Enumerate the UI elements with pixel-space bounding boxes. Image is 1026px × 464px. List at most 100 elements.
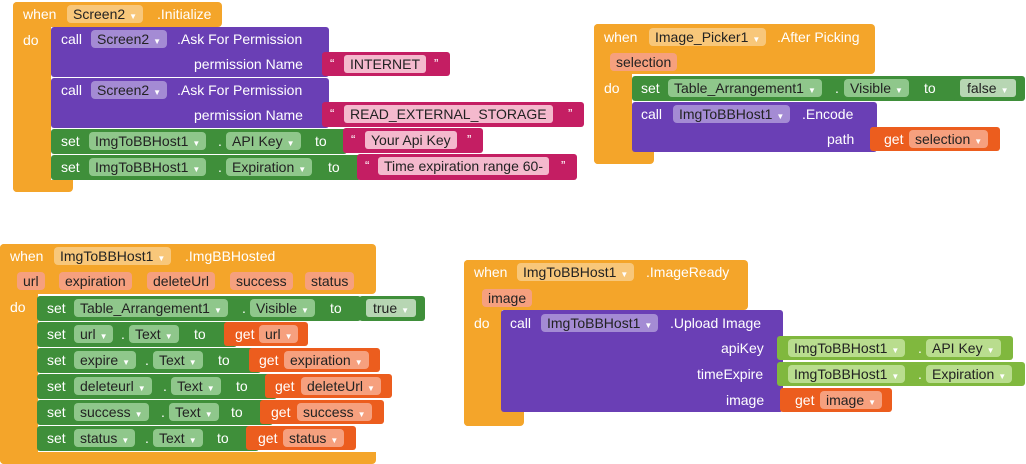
component-dropdown[interactable]: deleteurl▼: [74, 377, 152, 395]
logic-value: true: [373, 300, 398, 316]
variable-dropdown[interactable]: image▼: [820, 391, 883, 409]
dot-separator: .: [242, 300, 246, 316]
property-dropdown[interactable]: Text▼: [171, 377, 221, 395]
component-dropdown[interactable]: ImgToBBHost1▼: [54, 247, 172, 265]
component-dropdown[interactable]: ImgToBBHost1▼: [517, 263, 635, 281]
component-dropdown[interactable]: ImgToBBHost1▼: [673, 105, 791, 123]
component-name: ImgToBBHost1: [95, 159, 189, 175]
component-dropdown[interactable]: Image_Picker1▼: [649, 28, 767, 46]
variable-dropdown[interactable]: success▼: [297, 403, 372, 421]
variable-dropdown[interactable]: expiration▼: [284, 351, 369, 369]
component-dropdown[interactable]: Screen2▼: [91, 81, 168, 99]
chevron-down-icon: ▼: [153, 88, 162, 97]
chevron-down-icon: ▼: [192, 165, 201, 174]
chevron-down-icon: ▼: [129, 12, 138, 21]
property-dropdown[interactable]: Text▼: [153, 351, 203, 369]
text-value[interactable]: Time expiration range 60-: [378, 157, 550, 175]
chevron-down-icon: ▼: [1000, 86, 1009, 95]
param-expiration[interactable]: expiration: [59, 272, 132, 290]
logic-dropdown[interactable]: false▼: [960, 79, 1016, 97]
method-name: .Upload Image: [670, 315, 762, 331]
to-label: to: [330, 300, 342, 316]
component-dropdown[interactable]: status▼: [74, 429, 136, 447]
component-dropdown[interactable]: success▼: [74, 403, 149, 421]
arg-label-timeexpire: timeExpire: [697, 366, 764, 382]
arg-label-apikey: apiKey: [721, 340, 764, 356]
set-label: set: [61, 159, 80, 175]
text-value[interactable]: READ_EXTERNAL_STORAGE: [344, 105, 553, 123]
component-dropdown[interactable]: url▼: [74, 325, 114, 343]
property-name: API Key: [932, 340, 983, 356]
quote-icon: “: [330, 56, 335, 71]
event-block-imgbbhosted[interactable]: when ImgToBBHost1▼ .ImgBBHosted url expi…: [0, 244, 376, 464]
property-dropdown[interactable]: Expiration▼: [226, 158, 313, 176]
chevron-down-icon: ▼: [99, 332, 108, 341]
text-value[interactable]: INTERNET: [344, 55, 426, 73]
property-dropdown[interactable]: API Key▼: [226, 132, 301, 150]
variable-dropdown[interactable]: status▼: [283, 429, 345, 447]
component-dropdown[interactable]: Screen2▼: [67, 5, 144, 23]
component-name: Table_Arrangement1: [674, 80, 804, 96]
set-label: set: [47, 326, 66, 342]
get-label: get: [795, 392, 815, 408]
variable-name: success: [303, 404, 354, 420]
property-dropdown[interactable]: Text▼: [169, 403, 219, 421]
chevron-down-icon: ▼: [776, 112, 785, 121]
property-dropdown[interactable]: Visible▼: [250, 299, 315, 317]
component-dropdown[interactable]: ImgToBBHost1▼: [89, 132, 207, 150]
event-block-screen2-initialize[interactable]: when Screen2▼ .Initialize do: [13, 2, 222, 192]
variable-name: deleteUrl: [307, 378, 364, 394]
logic-dropdown[interactable]: true▼: [366, 299, 417, 317]
chevron-down-icon: ▼: [188, 358, 197, 367]
component-name: status: [80, 430, 118, 446]
chevron-down-icon: ▼: [401, 306, 410, 315]
property-dropdown[interactable]: Text▼: [129, 325, 179, 343]
property-dropdown[interactable]: Expiration▼: [926, 365, 1013, 383]
component-dropdown[interactable]: Screen2▼: [91, 30, 168, 48]
param-status[interactable]: status: [305, 272, 355, 290]
chevron-down-icon: ▼: [298, 165, 307, 174]
property-name: Expiration: [932, 366, 995, 382]
component-dropdown[interactable]: ImgToBBHost1▼: [541, 314, 659, 332]
set-label: set: [61, 133, 80, 149]
property-name: Text: [177, 378, 203, 394]
chevron-down-icon: ▼: [974, 137, 983, 146]
get-label: get: [271, 404, 291, 420]
event-name: .Initialize: [157, 6, 212, 22]
event-block-image-picker-after-picking[interactable]: when Image_Picker1▼ .After Picking selec…: [594, 24, 875, 164]
component-dropdown[interactable]: expire▼: [74, 351, 137, 369]
quote-icon: ”: [568, 106, 573, 121]
property-dropdown[interactable]: Visible▼: [844, 79, 909, 97]
component-dropdown[interactable]: ImgToBBHost1▼: [788, 339, 906, 357]
component-dropdown[interactable]: ImgToBBHost1▼: [788, 365, 906, 383]
call-label: call: [510, 315, 532, 331]
property-dropdown[interactable]: Text▼: [153, 429, 203, 447]
event-block-image-ready[interactable]: when ImgToBBHost1▼ .ImageReady image do: [464, 260, 748, 426]
component-dropdown[interactable]: Table_Arrangement1▼: [74, 299, 228, 317]
chevron-down-icon: ▼: [752, 35, 761, 44]
component-dropdown[interactable]: Table_Arrangement1▼: [668, 79, 822, 97]
text-value[interactable]: Your Api Key: [365, 131, 457, 149]
param-url[interactable]: url: [17, 272, 45, 290]
to-label: to: [218, 352, 230, 368]
param-selection[interactable]: selection: [610, 53, 678, 71]
chevron-down-icon: ▼: [357, 410, 366, 419]
variable-dropdown[interactable]: selection▼: [909, 130, 989, 148]
event-name: .ImageReady: [646, 264, 730, 280]
property-dropdown[interactable]: API Key▼: [926, 339, 1001, 357]
param-image[interactable]: image: [482, 289, 533, 307]
dot-separator: .: [161, 404, 165, 420]
component-dropdown[interactable]: ImgToBBHost1▼: [89, 158, 207, 176]
property-name: Text: [159, 430, 185, 446]
variable-dropdown[interactable]: deleteUrl▼: [301, 377, 381, 395]
component-name: ImgToBBHost1: [794, 340, 888, 356]
variable-dropdown[interactable]: url▼: [259, 325, 299, 343]
get-label: get: [275, 378, 295, 394]
property-name: Visible: [256, 300, 297, 316]
chevron-down-icon: ▼: [122, 358, 131, 367]
param-deleteurl[interactable]: deleteUrl: [147, 272, 216, 290]
component-name: ImgToBBHost1: [794, 366, 888, 382]
param-success[interactable]: success: [230, 272, 293, 290]
quote-icon: “: [351, 132, 356, 147]
component-name: ImgToBBHost1: [60, 248, 154, 264]
